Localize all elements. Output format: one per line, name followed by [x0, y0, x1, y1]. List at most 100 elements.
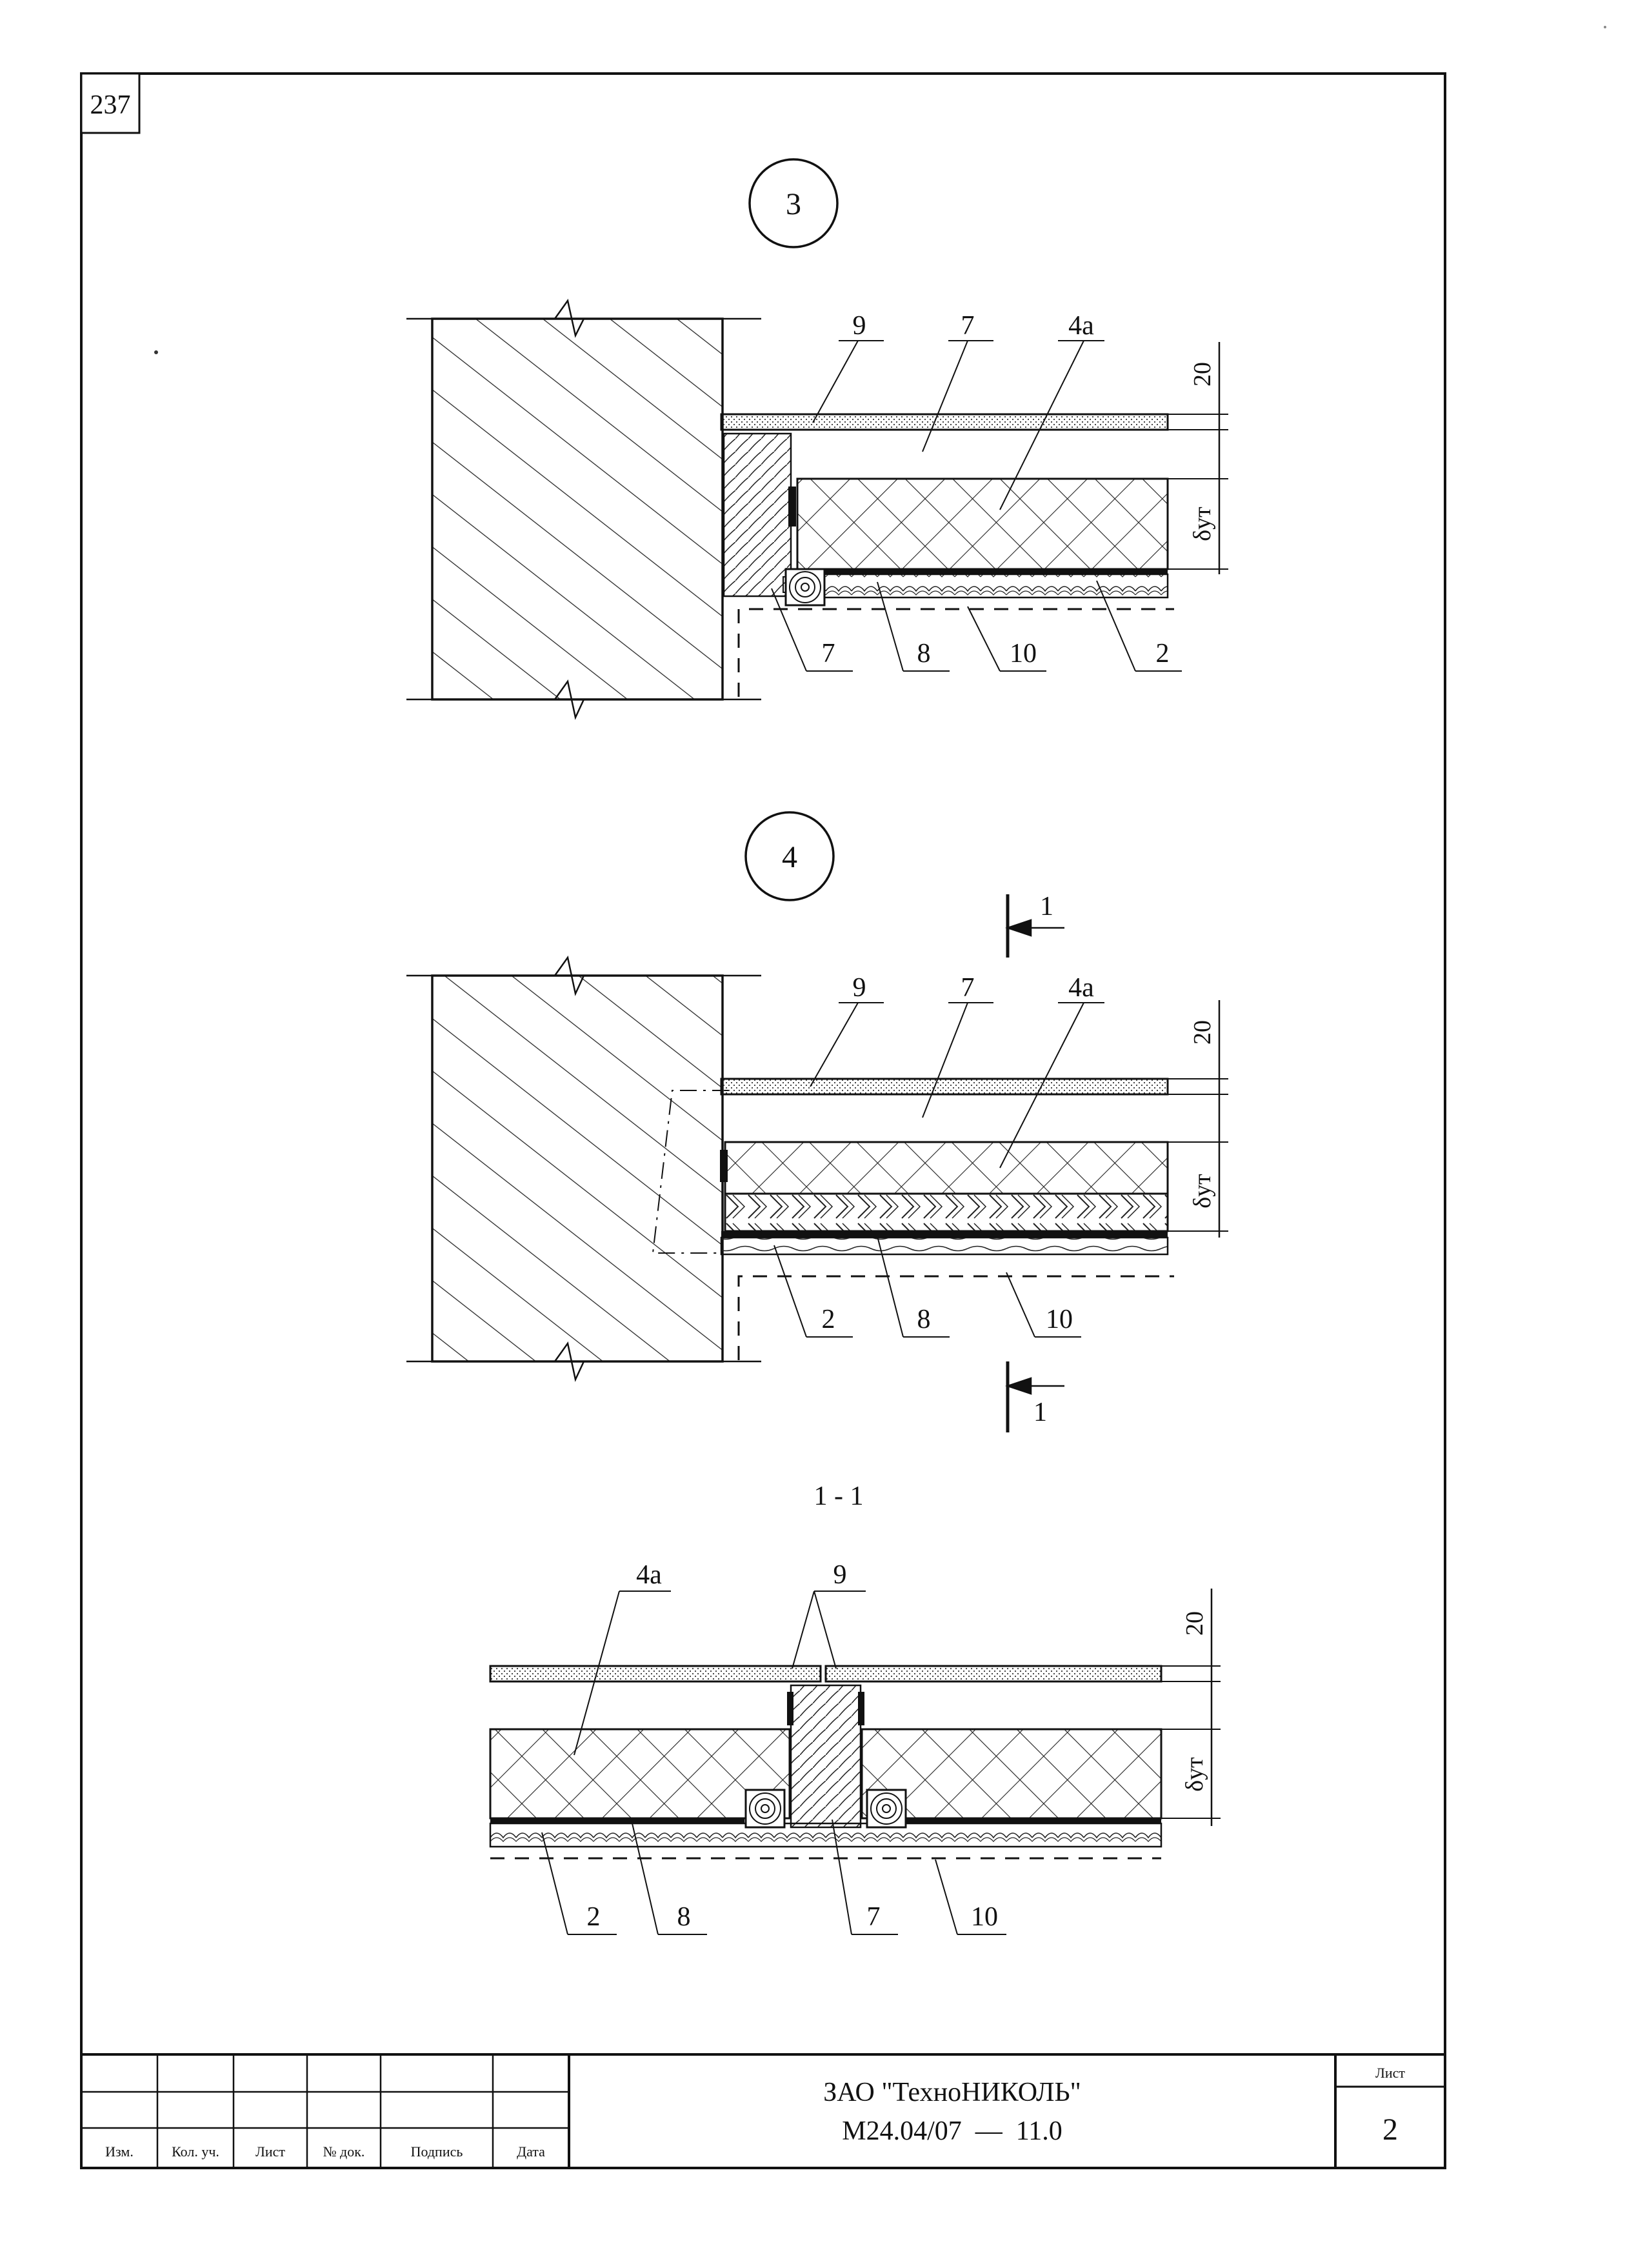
cut-label-bottom: 1	[1033, 1398, 1047, 1427]
joist-d3-ring-outer	[789, 571, 821, 603]
insulation-4a-right	[861, 1728, 1162, 1820]
seal-d3	[788, 487, 796, 527]
wall-d4	[431, 974, 724, 1363]
joist-d3	[784, 568, 826, 607]
leader-d4-b8	[877, 1236, 950, 1338]
cut-label-top: 1	[1040, 892, 1053, 921]
speck-2	[1604, 26, 1606, 28]
insulation-4a-d3	[796, 477, 1169, 570]
detail-4-marker: 4	[782, 840, 797, 874]
speck-1	[154, 350, 158, 354]
label-s-b2: 2	[587, 1902, 601, 1932]
leader-d3-9	[812, 340, 884, 423]
leader-s-9	[792, 1591, 866, 1669]
wall-d4-break-bottom-mark	[554, 1341, 585, 1382]
tb-col-izm: Изм.	[105, 2143, 134, 2160]
tb-col-kol: Кол. уч.	[172, 2143, 219, 2160]
board-9-left	[489, 1665, 822, 1683]
detail-3: 3 20 δут 9 7 4а	[406, 158, 1228, 720]
dim-20-d3: 20	[1189, 362, 1216, 386]
tb-sheet-label: Лист	[1375, 2065, 1405, 2081]
leader-d4-b2	[773, 1245, 853, 1338]
leader-d3-b10	[967, 606, 1046, 672]
leader-s-b2	[541, 1832, 617, 1935]
center-post	[790, 1684, 862, 1829]
dim-dut-d4: δут	[1189, 1174, 1216, 1209]
sheet-frame	[80, 72, 1446, 2169]
cut-mark-bottom-arrow	[1005, 1377, 1064, 1395]
insulation-4a-d4	[724, 1141, 1169, 1195]
membrane-d3	[797, 569, 1168, 574]
tb-col-doc: № док.	[323, 2143, 365, 2160]
page-number-box	[80, 72, 141, 134]
leader-d3-7	[922, 340, 993, 452]
label-s-9: 9	[833, 1560, 847, 1590]
leader-d3-b8	[877, 581, 950, 672]
wall-d4-break-top-mark	[554, 955, 585, 996]
page-number: 237	[90, 90, 131, 120]
label-d4-b2: 2	[822, 1305, 835, 1334]
chevron-layer-d4	[724, 1192, 1169, 1232]
label-d3-4a: 4а	[1068, 311, 1094, 341]
joist-left-ring-mid	[755, 1798, 775, 1819]
label-d3-9: 9	[853, 311, 866, 341]
cut-mark-top-arrow	[1005, 919, 1064, 937]
leader-s-b7	[832, 1819, 898, 1935]
label-d4-b8: 8	[917, 1305, 931, 1334]
leader-s-4a	[574, 1591, 671, 1756]
tb-company: ЗАО "ТехноНИКОЛЬ"	[823, 2078, 1081, 2107]
label-d4-b10: 10	[1046, 1305, 1073, 1334]
wall-d3	[431, 317, 724, 701]
detail-3-marker: 3	[786, 187, 801, 221]
wall-d3-break-top-mark	[554, 298, 585, 338]
wall-d3-break-bottom-mark	[554, 679, 585, 720]
cut-outline-d4	[652, 1090, 729, 1254]
section-title: 1 - 1	[814, 1481, 864, 1511]
board-9-d3	[720, 413, 1169, 431]
title-block-frame	[80, 2053, 1446, 2169]
label-s-4a: 4а	[636, 1560, 662, 1590]
joist-right	[866, 1789, 907, 1829]
section-1-1: 1 - 1 20 δут 4а 9 2 8 7	[489, 1481, 1221, 1935]
leader-d3-b2	[1096, 580, 1182, 672]
seal-d4	[720, 1150, 728, 1182]
dim-dut-section: δут	[1181, 1757, 1208, 1792]
leader-d4-7	[922, 1002, 993, 1118]
grain-layer-d4	[720, 1236, 1169, 1256]
label-d3-b7: 7	[822, 639, 835, 668]
leader-s-b10	[935, 1859, 1006, 1935]
tb-col-date: Дата	[517, 2143, 545, 2160]
joist-right-ring-mid	[876, 1798, 897, 1819]
leader-d3-b7	[771, 588, 853, 672]
joist-left-ring-outer	[749, 1792, 781, 1825]
label-s-b10: 10	[971, 1902, 998, 1932]
seal-left	[787, 1692, 793, 1725]
label-d3-7: 7	[961, 311, 975, 341]
board-9-d4	[720, 1078, 1169, 1096]
detail-4-marker-circle	[744, 811, 835, 901]
label-d4-7: 7	[961, 973, 975, 1003]
tb-col-list: Лист	[255, 2143, 285, 2160]
joist-right-ring-inner	[882, 1804, 891, 1813]
membrane-d4	[721, 1231, 1168, 1238]
membrane-right	[906, 1818, 1161, 1823]
floor-boards-d3	[796, 573, 1169, 599]
leader-d4-b10	[1006, 1272, 1081, 1338]
label-d3-b8: 8	[917, 639, 931, 668]
label-d4-4a: 4а	[1068, 973, 1094, 1003]
leader-d3-4a	[999, 340, 1104, 510]
joist-left-ring-inner	[761, 1804, 770, 1813]
label-s-b8: 8	[677, 1902, 691, 1932]
dim-20-d4: 20	[1189, 1020, 1216, 1045]
timber-post-d3	[723, 432, 792, 597]
leader-d4-4a	[999, 1002, 1104, 1169]
seal-right	[858, 1692, 864, 1725]
label-s-b7: 7	[867, 1902, 881, 1932]
dim-20-section: 20	[1181, 1611, 1208, 1636]
detail-3-marker-circle	[748, 158, 839, 248]
label-d3-b2: 2	[1156, 639, 1170, 668]
insulation-4a-left	[489, 1728, 791, 1820]
joist-d3-ring-mid	[795, 577, 815, 597]
tb-col-sign: Подпись	[411, 2143, 463, 2160]
